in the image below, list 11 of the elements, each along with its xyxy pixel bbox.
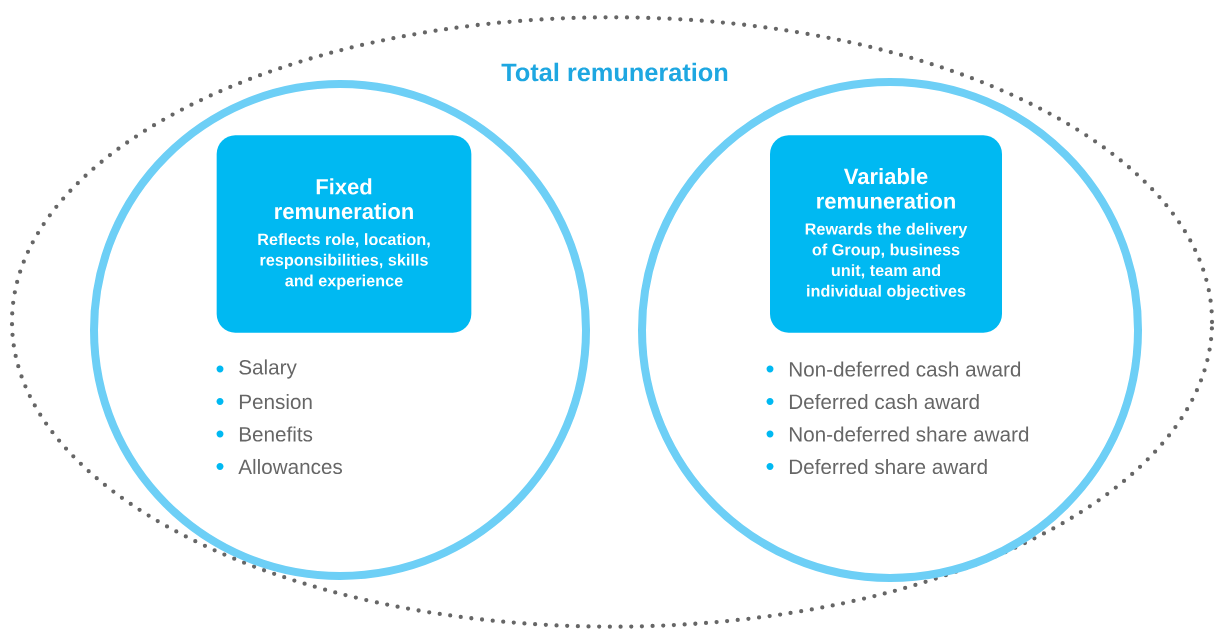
bullet-item: Non-deferred share award xyxy=(766,426,1029,442)
bullet-item: Salary xyxy=(216,359,297,379)
bullet-item: Deferred share award xyxy=(766,458,987,475)
text-box: Fixed remuneration Reflects role, location, responsibilities, skills and experience xyxy=(216,135,472,333)
bullet-item: Allowances xyxy=(216,458,343,475)
bullet-item: Pension xyxy=(216,393,312,410)
bullet-item: Benefits xyxy=(216,426,313,442)
bullet-item: Deferred cash award xyxy=(766,393,979,410)
title: Total remuneration xyxy=(501,62,728,82)
bullet-item: Non-deferred cash award xyxy=(766,361,1021,377)
text-box: Variable remuneration Rewards the delivery of Group, business unit, team and individual objectives xyxy=(770,135,1002,333)
